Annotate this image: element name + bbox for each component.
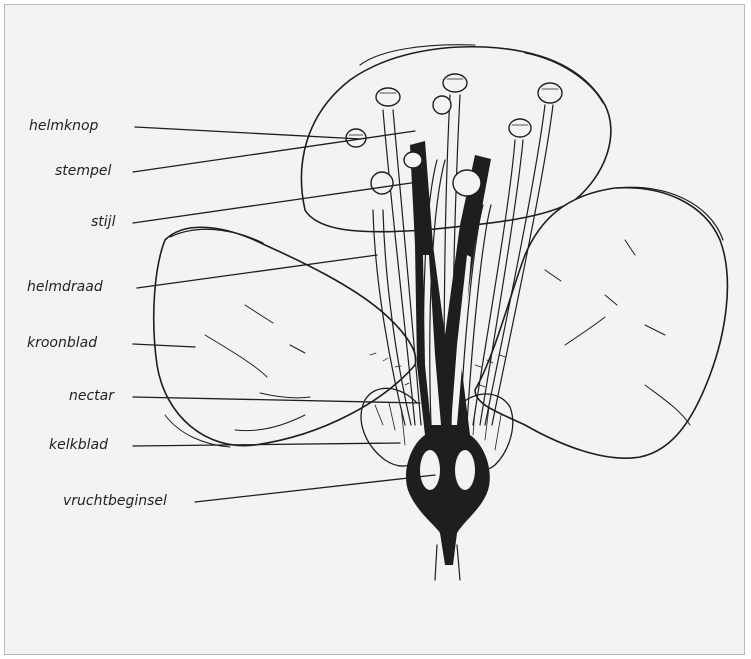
label-nectar: nectar bbox=[69, 388, 114, 404]
label-helmknop: helmknop bbox=[29, 118, 98, 134]
leader-vruchtbeginsel bbox=[195, 475, 435, 502]
flower-cross-section-illustration bbox=[5, 5, 745, 655]
ovary bbox=[406, 435, 490, 565]
label-vruchtbeginsel: vruchtbeginsel bbox=[63, 493, 167, 509]
label-kroonblad: kroonblad bbox=[27, 335, 97, 351]
label-helmdraad: helmdraad bbox=[27, 279, 103, 295]
label-stijl: stijl bbox=[91, 214, 115, 230]
label-stempel: stempel bbox=[55, 163, 111, 179]
diagram-panel: helmknop stempel stijl helmdraad kroonbl… bbox=[4, 4, 745, 655]
label-kelkblad: kelkblad bbox=[49, 437, 108, 453]
